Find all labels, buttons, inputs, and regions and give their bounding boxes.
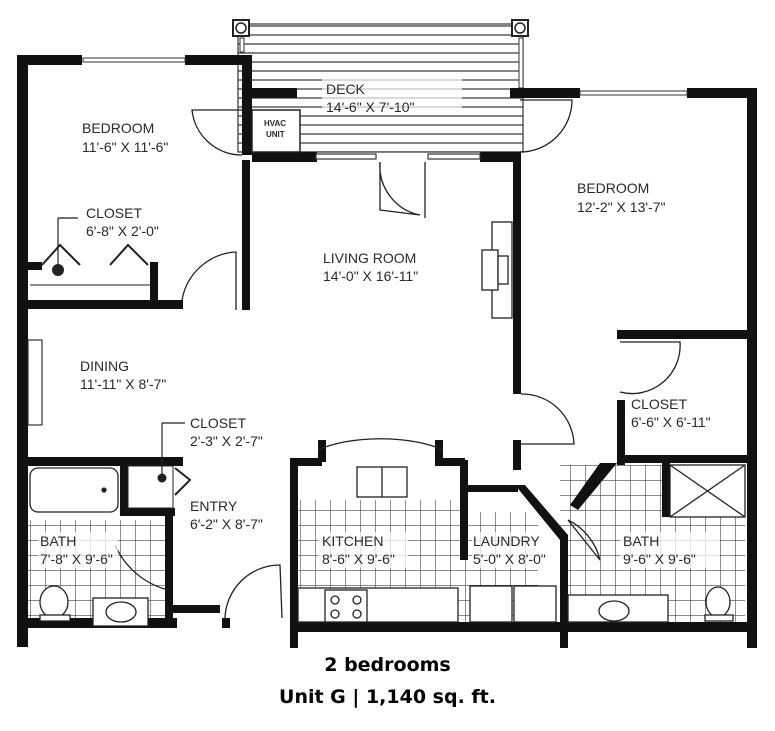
svg-text:2'-3" X 2'-7": 2'-3" X 2'-7" — [190, 433, 263, 449]
entry-closet — [127, 422, 192, 509]
svg-text:8'-6" X 9'-6": 8'-6" X 9'-6" — [322, 551, 395, 567]
label-dining: DINING — [80, 358, 129, 374]
svg-text:11'-11" X 8'-7": 11'-11" X 8'-7" — [80, 376, 166, 392]
bath-left-fixtures — [29, 467, 149, 627]
hvac-unit: HVAC UNIT — [251, 109, 301, 153]
svg-text:14'-0" X 16'-11": 14'-0" X 16'-11" — [323, 268, 418, 284]
doors — [114, 99, 681, 619]
svg-text:HVAC: HVAC — [264, 119, 286, 128]
label-bedroom-left: BEDROOM — [82, 120, 154, 136]
caption-unit-size: Unit G | 1,140 sq. ft. — [279, 686, 496, 708]
closet-bifold-doors — [30, 217, 150, 286]
svg-text:5'-0" X 8'-0": 5'-0" X 8'-0" — [473, 551, 546, 567]
label-closet-entry: CLOSET — [190, 415, 246, 431]
walls — [17, 55, 757, 648]
svg-text:6'-8" X 2'-0": 6'-8" X 2'-0" — [86, 223, 159, 239]
svg-text:12'-2" X 13'-7": 12'-2" X 13'-7" — [577, 199, 665, 215]
label-closet-bedroom-right: CLOSET — [631, 396, 687, 412]
kitchen-fixtures — [297, 438, 459, 623]
label-kitchen: KITCHEN — [322, 533, 383, 549]
fireplace — [481, 221, 513, 319]
svg-text:UNIT: UNIT — [266, 130, 285, 139]
svg-text:6'-2" X 8'-7": 6'-2" X 8'-7" — [190, 516, 263, 532]
label-laundry: LAUNDRY — [473, 533, 540, 549]
svg-text:14'-6" X 7'-10": 14'-6" X 7'-10" — [326, 99, 414, 115]
label-bath-right: BATH — [623, 533, 659, 549]
label-bath-left: BATH — [40, 533, 76, 549]
label-closet-bedroom-left: CLOSET — [86, 205, 142, 221]
label-bedroom-right: BEDROOM — [577, 180, 649, 196]
svg-text:11'-6" X 11'-6": 11'-6" X 11'-6" — [82, 139, 168, 155]
label-living-room: LIVING ROOM — [323, 250, 416, 266]
label-entry: ENTRY — [190, 498, 238, 514]
laundry-fixtures — [469, 585, 557, 623]
svg-text:6'-6" X 6'-11": 6'-6" X 6'-11" — [631, 414, 711, 430]
room-labels: BEDROOM 11'-6" X 11'-6" DECK 14'-6" X 7'… — [38, 78, 720, 568]
floor-plan: HVAC UNIT — [17, 19, 757, 648]
label-deck: DECK — [326, 81, 366, 97]
svg-text:9'-6" X 9'-6": 9'-6" X 9'-6" — [623, 551, 696, 567]
bath-right-fixtures — [567, 464, 746, 623]
caption-bedrooms: 2 bedrooms — [324, 654, 451, 676]
svg-text:7'-8" X 9'-6": 7'-8" X 9'-6" — [40, 551, 113, 567]
windows — [27, 153, 481, 426]
